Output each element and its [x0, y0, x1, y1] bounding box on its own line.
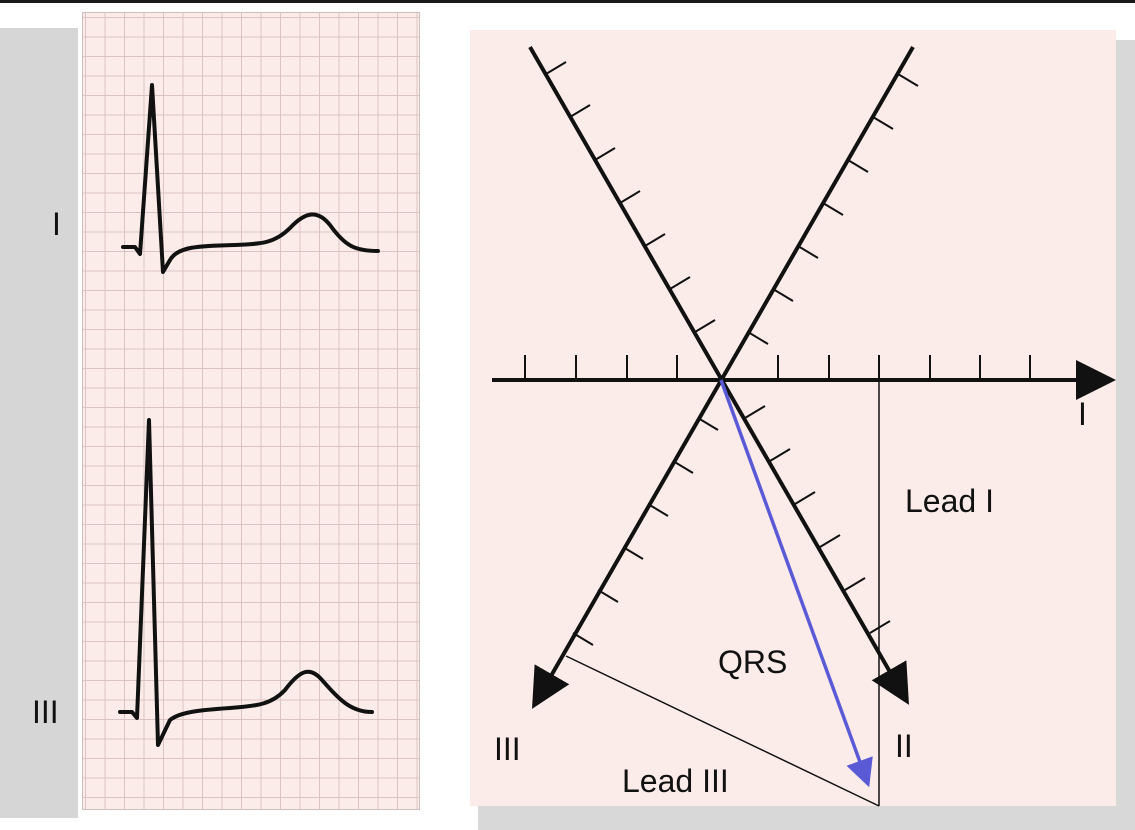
axis-label-iii: III — [494, 731, 521, 767]
axis-label-i: I — [1078, 396, 1087, 432]
ecg-lead-iii-label: III — [32, 694, 59, 730]
top-rule — [0, 0, 1135, 3]
axis-lead-ii-line — [528, 46, 909, 705]
qrs-vector-arrow — [719, 379, 873, 788]
ecg-trace-lead-iii — [118, 418, 374, 747]
ecg-trace-lead-i — [121, 83, 380, 274]
panel-shadow-left — [0, 28, 78, 818]
projection-line-lead-iii — [565, 655, 880, 807]
axis-lead-ii-ticks — [545, 61, 891, 634]
axis-label-ii: II — [895, 728, 913, 764]
ecg-lead-i-label: I — [52, 206, 61, 242]
axis-diagram-panel — [470, 30, 1116, 806]
axis-lead-iii-ticks — [572, 73, 919, 646]
qrs-vector-label: QRS — [718, 644, 787, 680]
axis-lead-iii-line — [532, 46, 915, 709]
projection-label-lead-iii: Lead III — [622, 763, 729, 799]
axis-lead-i-ticks — [524, 355, 1031, 380]
projection-label-lead-i: Lead I — [905, 483, 994, 519]
